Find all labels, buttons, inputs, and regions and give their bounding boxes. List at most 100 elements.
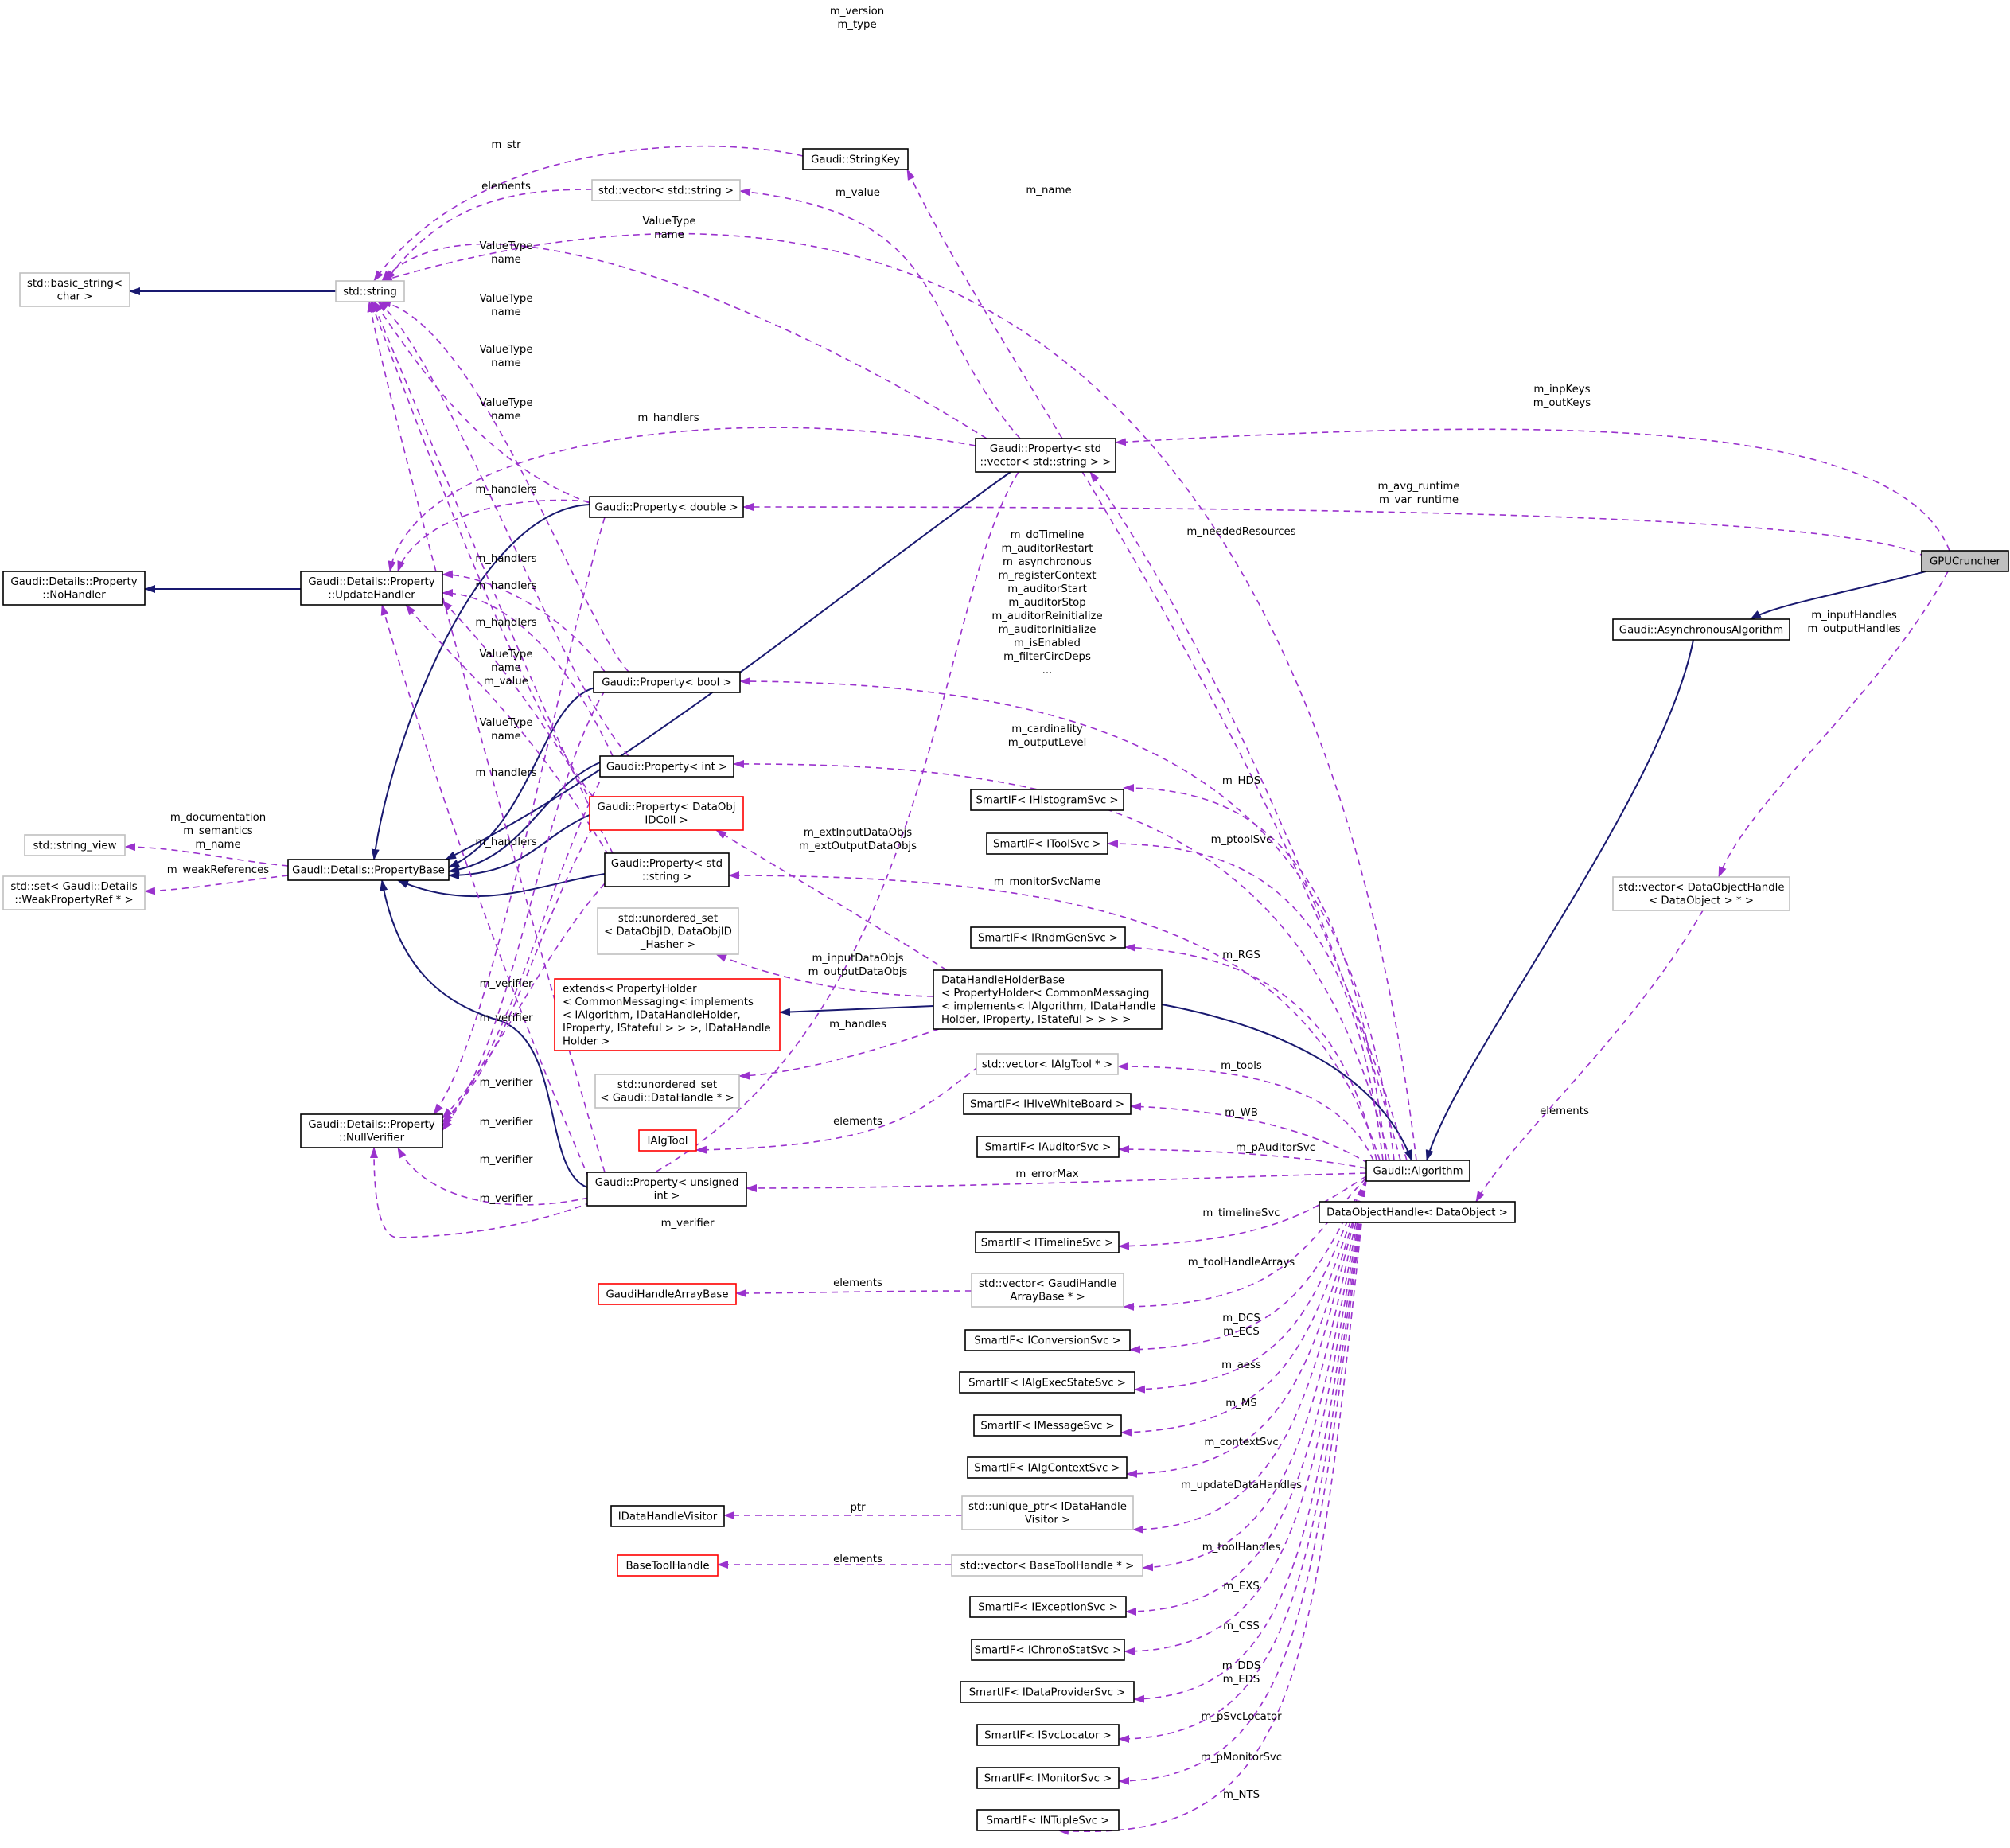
node-gaudihandlearraybase[interactable]: GaudiHandleArrayBase: [598, 1283, 737, 1305]
node-sif-message[interactable]: SmartIF< IMessageSvc >: [973, 1414, 1122, 1437]
node-extends[interactable]: extends< PropertyHolder< CommonMessaging…: [554, 978, 781, 1051]
edge-label-line: m_auditorRestart: [1002, 543, 1093, 555]
edge-label-line: ValueType: [479, 649, 532, 661]
node-sif-algcontext[interactable]: SmartIF< IAlgContextSvc >: [967, 1456, 1128, 1479]
node-prop-std-string[interactable]: Gaudi::Property< std::string >: [604, 852, 730, 887]
node-sif-algexecstate[interactable]: SmartIF< IAlgExecStateSvc >: [959, 1371, 1135, 1394]
edge-label-line: m_registerContext: [999, 570, 1097, 582]
usage-edge-algorithm-to-prop_unsigned: [746, 1172, 1367, 1192]
node-sif-hive[interactable]: SmartIF< IHiveWhiteBoard >: [963, 1093, 1132, 1115]
node-algorithm[interactable]: Gaudi::Algorithm: [1365, 1160, 1470, 1182]
edge-label-line: m_outKeys: [1533, 397, 1591, 409]
node-basetoolhandle[interactable]: BaseToolHandle: [617, 1554, 719, 1577]
node-prop-vec-string[interactable]: Gaudi::Property< std::vector< std::strin…: [975, 438, 1116, 473]
edge-label-ptr: ptr: [850, 1502, 866, 1514]
edge-label-pmonitorsvc: m_pMonitorSvc: [1201, 1752, 1282, 1764]
node-label-line: std::string: [343, 286, 397, 298]
usage-edge-algorithm-to-prop_std_string: [728, 871, 1381, 1161]
node-sif-dataprovider[interactable]: SmartIF< IDataProviderSvc >: [960, 1681, 1135, 1703]
node-sif-ntuple[interactable]: SmartIF< INTupleSvc >: [976, 1809, 1120, 1831]
node-label-line: Gaudi::Property< unsigned: [595, 1177, 739, 1189]
edge-label-line: m_extOutputDataObjs: [799, 840, 917, 852]
node-sif-rndm[interactable]: SmartIF< IRndmGenSvc >: [970, 926, 1126, 949]
node-box: [975, 1231, 1120, 1253]
node-label: Gaudi::AsynchronousAlgorithm: [1619, 624, 1783, 636]
node-ialgtool[interactable]: IAlgTool: [638, 1129, 697, 1152]
node-label-line: SmartIF< IChronoStatSvc >: [975, 1644, 1122, 1656]
edge-label-line: m_version: [830, 6, 884, 18]
node-box: [964, 1329, 1131, 1351]
node-sif-timeline[interactable]: SmartIF< ITimelineSvc >: [975, 1231, 1120, 1253]
node-label-line: ArrayBase * >: [1010, 1292, 1085, 1304]
node-label: SmartIF< ISvcLocator >: [984, 1729, 1112, 1741]
node-sif-auditor[interactable]: SmartIF< IAuditorSvc >: [976, 1136, 1120, 1158]
node-label: SmartIF< IMonitorSvc >: [984, 1772, 1112, 1784]
node-label: std::unordered_set< Gaudi::DataHandle * …: [600, 1079, 734, 1105]
node-box: [589, 496, 744, 518]
edge-label-line: m_EXS: [1223, 1581, 1260, 1593]
node-string-view: std::string_view: [24, 834, 126, 856]
usage-edge-algorithm-to-prop_int: [733, 759, 1390, 1161]
node-stringkey[interactable]: Gaudi::StringKey: [802, 148, 909, 170]
edge-label-toolhandlearrays: m_toolHandleArrays: [1188, 1257, 1295, 1269]
node-datahandleholderbase[interactable]: DataHandleHolderBase< PropertyHolder< Co…: [933, 969, 1163, 1030]
node-dataobjecthandle[interactable]: DataObjectHandle< DataObject >: [1319, 1201, 1516, 1223]
node-label: DataObjectHandle< DataObject >: [1326, 1207, 1508, 1218]
usage-edge-algorithm-to-uniqueptr_visitor: [1132, 1179, 1367, 1534]
node-basic-string: std::basic_string<char >: [19, 272, 130, 307]
node-label: DataHandleHolderBase< PropertyHolder< Co…: [941, 975, 1155, 1027]
inheritance-edge-prop_int-to-propertybase: [448, 762, 601, 874]
edge-label-weakrefs: m_weakReferences: [167, 864, 269, 876]
node-label-line: SmartIF< IToolSvc >: [993, 838, 1101, 850]
edge-label-line: m_name: [1026, 185, 1071, 197]
node-idatahandlevisitor[interactable]: IDataHandleVisitor: [610, 1505, 725, 1527]
node-label-line: Gaudi::StringKey: [811, 154, 900, 166]
usage-edge-prop_dataobjidcoll-to-nullverifier: [442, 827, 594, 1123]
node-sif-svclocator[interactable]: SmartIF< ISvcLocator >: [976, 1724, 1120, 1746]
node-box: [969, 1596, 1127, 1618]
usage-edge-prop_double-to-updatehandler: [397, 499, 590, 572]
node-sif-tool[interactable]: SmartIF< IToolSvc >: [986, 832, 1108, 855]
node-gpucruncher[interactable]: GPUCruncher: [1921, 550, 2009, 572]
node-async-alg[interactable]: Gaudi::AsynchronousAlgorithm: [1612, 618, 1790, 641]
node-label-line: std::set< Gaudi::Details: [10, 881, 137, 893]
node-label: std::unordered_set< DataObjID, DataObjID…: [604, 913, 732, 951]
node-sif-monitor[interactable]: SmartIF< IMonitorSvc >: [976, 1767, 1120, 1789]
edge-label-line: m_pAuditorSvc: [1236, 1142, 1315, 1154]
node-sif-conversion[interactable]: SmartIF< IConversionSvc >: [964, 1329, 1131, 1351]
node-propertybase[interactable]: Gaudi::Details::PropertyBase: [287, 859, 450, 881]
node-prop-double[interactable]: Gaudi::Property< double >: [589, 496, 744, 518]
edge-label-line: ValueType: [479, 344, 532, 356]
edge-label-str: m_str: [491, 139, 521, 151]
edge-label-line: m_handlers: [475, 767, 536, 779]
node-label-line: std::vector< GaudiHandle: [979, 1278, 1116, 1290]
node-label: GaudiHandleArrayBase: [606, 1289, 728, 1300]
node-label-line: SmartIF< ITimelineSvc >: [981, 1237, 1114, 1249]
node-label-line: SmartIF< IAlgContextSvc >: [974, 1462, 1120, 1474]
edges-layer: [124, 145, 1950, 1835]
node-prop-int[interactable]: Gaudi::Property< int >: [599, 755, 734, 778]
node-label-line: ::UpdateHandler: [328, 590, 415, 602]
node-label: IDataHandleVisitor: [618, 1511, 718, 1522]
node-box: [599, 755, 734, 778]
node-updatehandler[interactable]: Gaudi::Details::Property::UpdateHandler: [300, 571, 443, 606]
edge-label-line: m_weakReferences: [167, 864, 269, 876]
usage-edge-algorithm-to-sif_hive: [1130, 1102, 1369, 1164]
node-nohandler[interactable]: Gaudi::Details::Property::NoHandler: [2, 571, 146, 606]
node-sif-histo[interactable]: SmartIF< IHistogramSvc >: [970, 789, 1124, 811]
usage-edge-algorithm-to-sif_timeline: [1118, 1175, 1367, 1250]
node-prop-bool[interactable]: Gaudi::Property< bool >: [593, 671, 741, 693]
node-sif-chrono[interactable]: SmartIF< IChronoStatSvc >: [971, 1639, 1125, 1661]
node-unordered-set-dataobjid: std::unordered_set< DataObjID, DataObjID…: [597, 907, 739, 955]
node-sif-exception[interactable]: SmartIF< IExceptionSvc >: [969, 1596, 1127, 1618]
edge-label-line: m_documentation: [170, 812, 266, 824]
node-nullverifier[interactable]: Gaudi::Details::Property::NullVerifier: [300, 1113, 443, 1148]
usage-edge-algorithm-to-sif_tool: [1107, 840, 1384, 1161]
edge-label-line: m_handlers: [475, 484, 536, 496]
